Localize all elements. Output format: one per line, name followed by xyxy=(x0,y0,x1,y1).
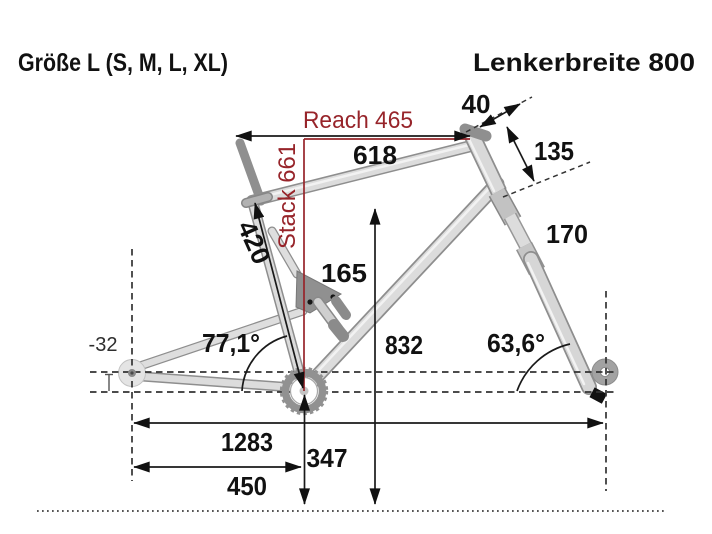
dim-618-label: 618 xyxy=(353,140,397,170)
headtube-bottom-dashed-line xyxy=(502,161,591,198)
fork xyxy=(488,187,607,404)
handlebar-width-title: Lenkerbreite 800 xyxy=(473,49,695,77)
head-angle-arc xyxy=(516,343,571,392)
dim-347-label: 347 xyxy=(307,443,348,473)
bb-drop-label: -32 xyxy=(89,334,118,356)
bb-drop-tick xyxy=(105,373,113,391)
rocker-pivot-icon xyxy=(307,299,313,305)
top-tube xyxy=(246,140,477,207)
dim-450-label: 450 xyxy=(227,471,267,501)
dim-1283-label: 1283 xyxy=(221,427,273,457)
fork-dropout-tip xyxy=(589,387,607,404)
head-tube xyxy=(462,127,507,196)
fork-lower-leg xyxy=(523,251,597,395)
dimension-arrows xyxy=(133,103,604,505)
seatpost xyxy=(235,138,266,206)
rear-axle-center-dot-inner xyxy=(130,371,134,375)
chainstay-tube xyxy=(130,371,305,393)
rear-shock xyxy=(312,296,351,342)
dim-135-arrow xyxy=(506,126,535,182)
size-title: Größe L (S, M, L, XL) xyxy=(18,49,228,77)
front-axle-hub xyxy=(591,358,619,386)
seatpost-clamp xyxy=(241,192,273,208)
reach-label: Reach 465 xyxy=(303,107,413,134)
frame xyxy=(129,123,607,404)
head-angle-label: 63,6° xyxy=(487,328,545,358)
dim-170-label: 170 xyxy=(546,219,588,249)
stack-label: Stack 661 xyxy=(274,143,301,249)
dim-832-label: 832 xyxy=(385,330,423,360)
dim-40-arrow xyxy=(479,103,521,128)
seat-angle-label: 77,1° xyxy=(202,328,260,358)
dim-135-label: 135 xyxy=(534,136,574,166)
down-tube xyxy=(298,176,505,396)
dim-40-label: 40 xyxy=(462,89,491,119)
dim-420-arrow xyxy=(253,202,305,389)
dim-165-label: 165 xyxy=(321,258,367,288)
